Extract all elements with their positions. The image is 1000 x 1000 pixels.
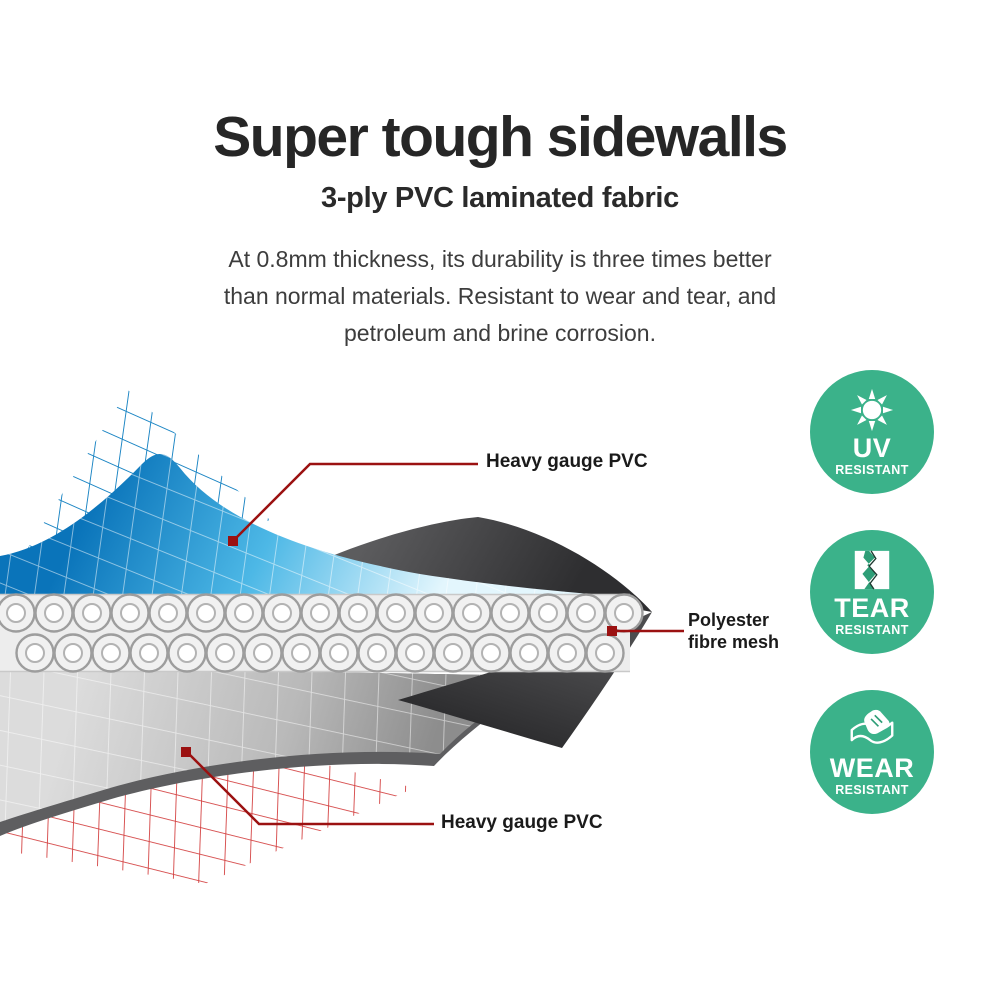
lower-grey-sheet-grid: [0, 666, 540, 822]
tear-icon: [854, 550, 890, 590]
callout-dots: [181, 536, 617, 757]
badge-uv-title: UV: [852, 432, 892, 463]
callout-label-polyester-line1: Polyester: [688, 610, 770, 630]
dark-sheet-top-wedge: [300, 517, 652, 612]
page-subtitle: 3-ply PVC laminated fabric: [320, 181, 680, 214]
badge-wear-resistant: WEAR RESISTANT: [810, 690, 934, 814]
blue-pvc-surface-grid: [0, 453, 634, 604]
badge-wear-title: WEAR: [829, 752, 915, 783]
sun-icon: [850, 388, 894, 431]
fibre-mesh-circles: [0, 593, 644, 673]
callout-lines: [186, 462, 684, 826]
badge-tear-title: TEAR: [834, 592, 910, 623]
callout-label-polyester-line2: fibre mesh: [688, 632, 780, 652]
page-title: Super tough sidewalls: [213, 105, 788, 169]
header: Super tough sidewalls 3-ply PVC laminate…: [0, 105, 1000, 352]
badge-tear-resistant: TEAR RESISTANT: [810, 530, 934, 654]
callout-label-heavy-gauge-pvc-top: Heavy gauge PVC: [486, 451, 648, 472]
wear-icon: [850, 709, 894, 744]
description-text: At 0.8mm thickness, its durability is th…: [223, 245, 777, 346]
badge-uv-subtitle: RESISTANT: [835, 462, 909, 477]
callout-label-polyester-fibre-mesh: Polyester fibre mesh: [688, 609, 779, 653]
badge-tear-subtitle: RESISTANT: [835, 622, 909, 637]
badge-uv-resistant: UV RESISTANT: [810, 370, 934, 494]
callout-label-heavy-gauge-pvc-bottom: Heavy gauge PVC: [441, 812, 603, 833]
badge-wear-subtitle: RESISTANT: [835, 782, 909, 797]
